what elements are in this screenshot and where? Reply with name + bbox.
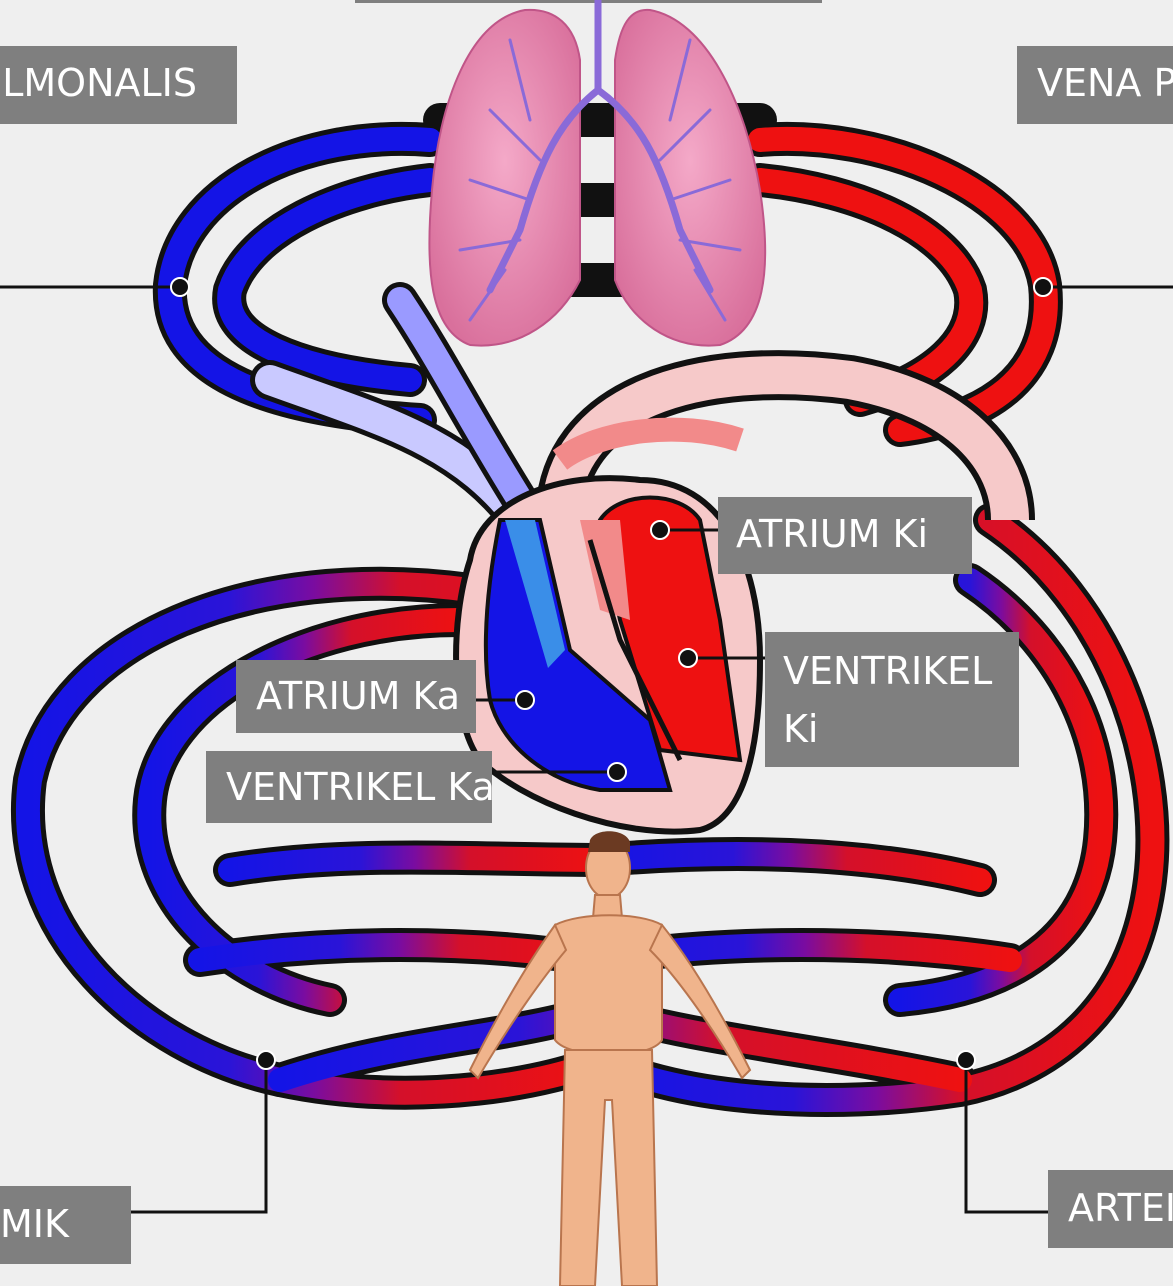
label-atrium-kiri-text: ATRIUM Ki <box>736 505 972 563</box>
label-ventrikel-kanan-text: VENTRIKEL Ka <box>226 758 492 816</box>
label-vena-sistemik-text: MIK <box>0 1195 131 1253</box>
label-vena-pulmonalis-text: VENA P <box>1037 54 1173 112</box>
label-vena-sistemik: MIK <box>0 1186 131 1264</box>
pulmonary-circuit <box>170 120 1046 520</box>
left-lung <box>429 10 580 346</box>
top-label-box <box>355 0 822 3</box>
human-figure <box>470 831 750 1286</box>
right-lung <box>615 10 765 346</box>
label-arteri-pulmonalis: LMONALIS <box>0 46 237 124</box>
label-ventrikel-kiri: VENTRIKEL Ki <box>765 632 1019 767</box>
label-vena-pulmonalis: VENA P <box>1017 46 1173 124</box>
label-ventrikel-kiri-line1: VENTRIKEL <box>783 642 1019 700</box>
label-atrium-kiri: ATRIUM Ki <box>718 497 972 574</box>
label-atrium-kanan: ATRIUM Ka <box>236 660 476 733</box>
label-atrium-kanan-text: ATRIUM Ka <box>256 667 476 725</box>
label-ventrikel-kanan: VENTRIKEL Ka <box>206 751 492 823</box>
label-arteri-pulmonalis-text: LMONALIS <box>0 54 197 112</box>
label-arteri-sistemik-text: ARTEI <box>1068 1179 1173 1237</box>
label-arteri-sistemik: ARTEI <box>1048 1170 1173 1248</box>
label-ventrikel-kiri-line2: Ki <box>783 700 1019 758</box>
